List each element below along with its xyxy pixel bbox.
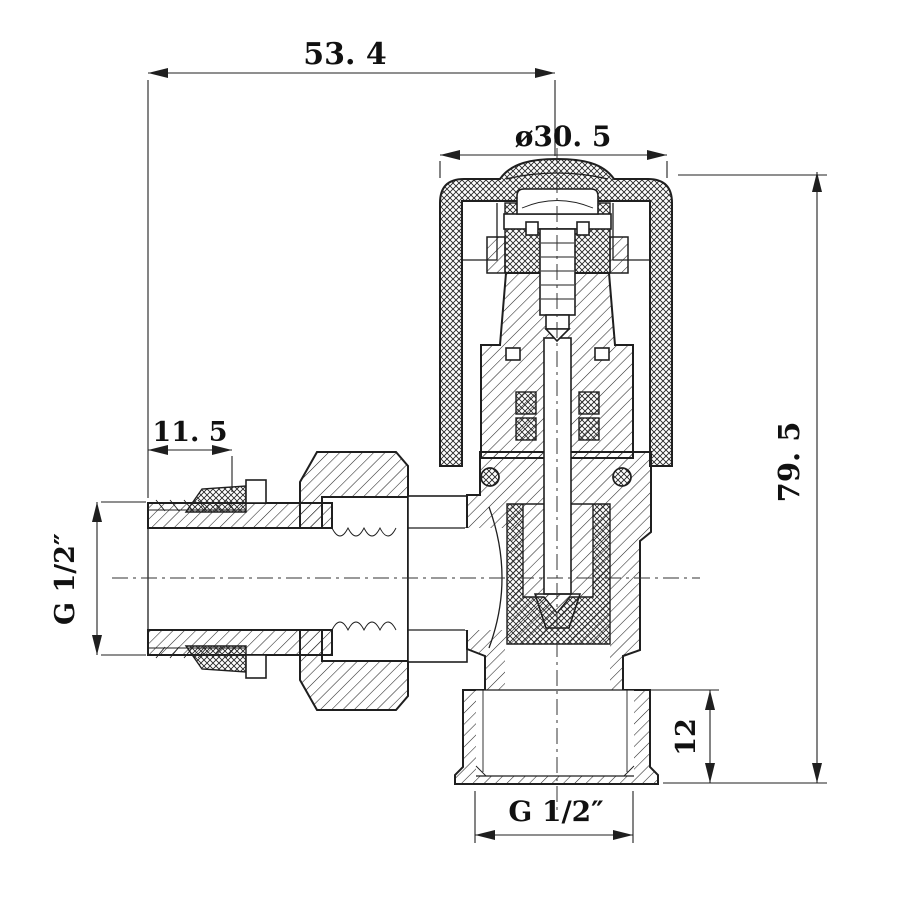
dim-label-inlet-thread-length: 11. 5 bbox=[152, 417, 227, 448]
dimension-inlet-thread-length: 11. 5 bbox=[148, 417, 233, 492]
bonnet-collar-right bbox=[609, 236, 629, 274]
dimension-inlet-thread-size: G 1/2″ bbox=[50, 501, 146, 656]
dim-label-outlet-depth: 12 bbox=[671, 718, 702, 756]
compression-olive-top bbox=[184, 479, 267, 513]
spindle-seals bbox=[515, 391, 600, 441]
compression-olive-bottom bbox=[184, 645, 267, 679]
coupling-nipple bbox=[407, 495, 468, 663]
valve-cone bbox=[533, 593, 582, 629]
nut-thread-profile bbox=[331, 526, 397, 632]
handle-screw bbox=[503, 188, 612, 343]
dim-label-inlet-thread-size: G 1/2″ bbox=[50, 533, 81, 625]
dim-label-overall-width: 53. 4 bbox=[303, 37, 387, 72]
handle-knob bbox=[439, 157, 673, 467]
dim-label-overall-height: 79. 5 bbox=[772, 422, 806, 503]
dimension-outlet-thread-size: G 1/2″ bbox=[474, 791, 634, 843]
dimension-outlet-depth: 12 bbox=[641, 689, 719, 783]
dim-label-handle-diameter: ø30. 5 bbox=[515, 120, 612, 153]
valve-section bbox=[112, 148, 700, 812]
dim-label-outlet-thread-size: G 1/2″ bbox=[508, 795, 603, 828]
dimension-overall-width: 53. 4 bbox=[147, 37, 556, 498]
bonnet-o-rings bbox=[480, 467, 632, 487]
bonnet-collar-left bbox=[486, 236, 506, 274]
dimension-handle-diameter: ø30. 5 bbox=[439, 120, 668, 178]
inlet-tailpipe bbox=[147, 499, 333, 659]
dimension-overall-height: 79. 5 bbox=[663, 172, 827, 784]
